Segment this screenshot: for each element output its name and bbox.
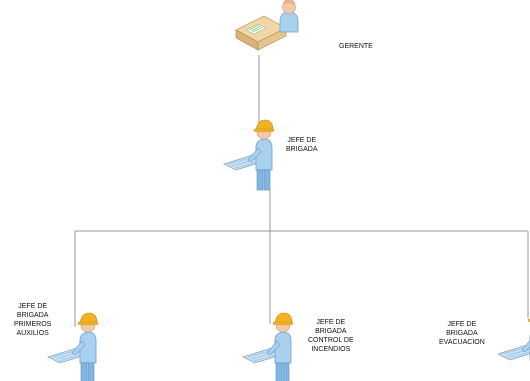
worker-with-blueprint-icon	[497, 309, 530, 381]
worker-with-blueprint-icon	[47, 312, 99, 381]
worker-with-blueprint-icon	[223, 119, 275, 191]
manager-at-desk-icon	[235, 0, 299, 51]
label-gerente: GERENTE	[339, 43, 373, 50]
worker-with-blueprint-icon	[242, 312, 294, 381]
